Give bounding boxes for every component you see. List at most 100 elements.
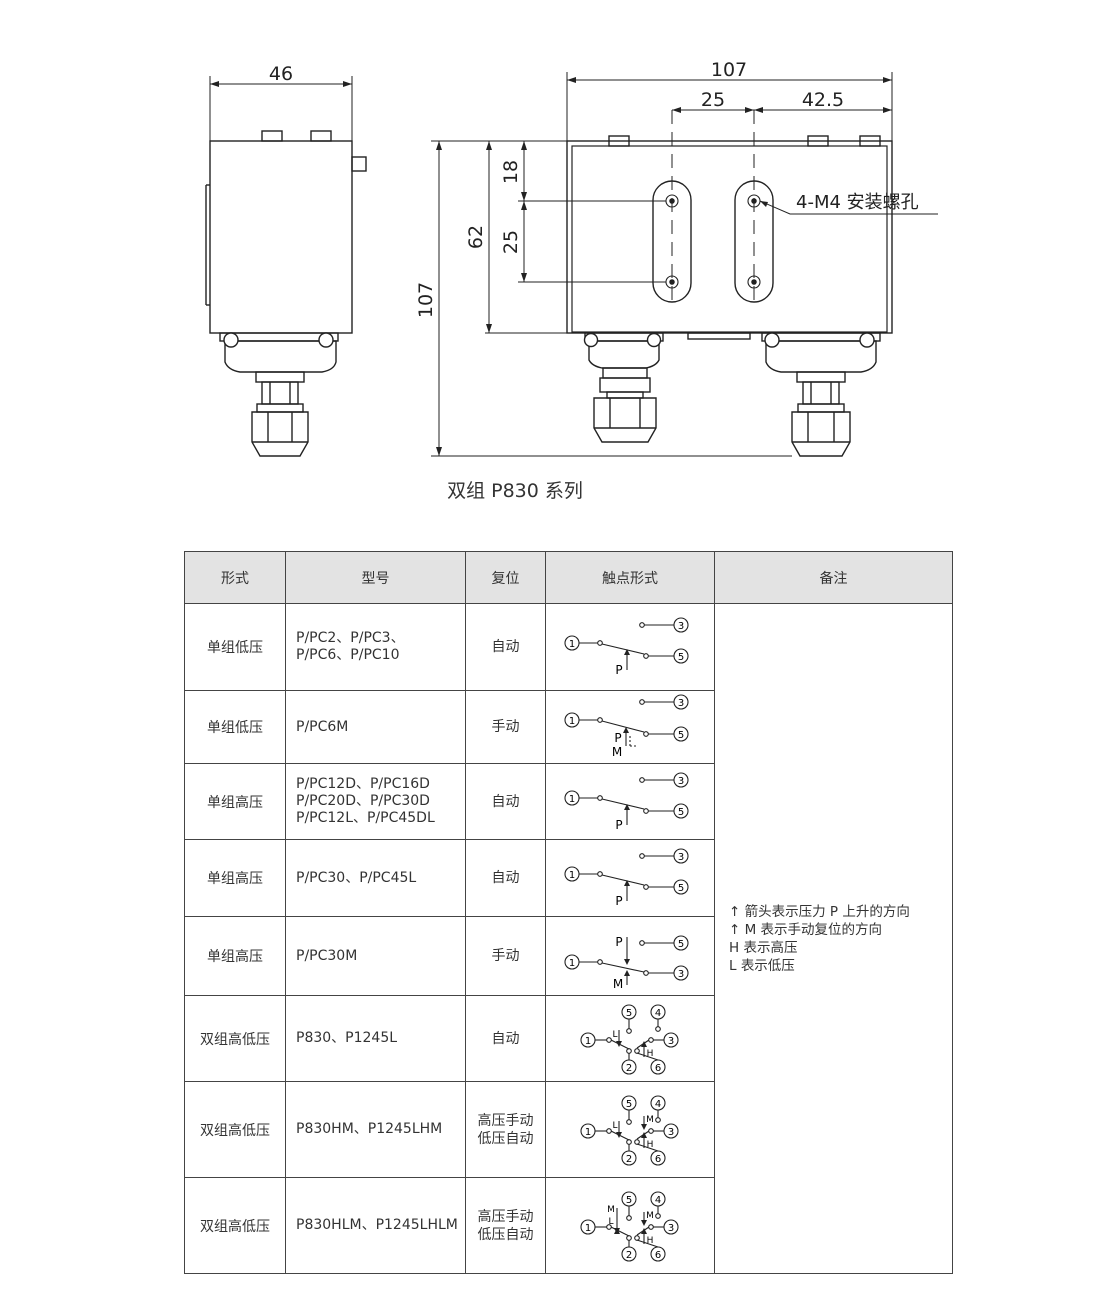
- table-row: 单组低压 P/PC2、P/PC3、 P/PC6、P/PC10 自动: [184, 603, 953, 1274]
- reset-cell: 高压手动 低压自动: [465, 1081, 546, 1178]
- svg-text:2: 2: [626, 1154, 632, 1165]
- table-row: 双组高低压 P830HM、P1245LHM 高压手动 低压自动: [184, 1081, 953, 1178]
- header-form: 形式: [184, 551, 286, 604]
- svg-text:6: 6: [655, 1063, 661, 1074]
- table-row: 双组高低压 P830HLM、P1245LHLM 高压手动 低压自动: [184, 1177, 953, 1274]
- model-cell: P/PC2、P/PC3、 P/PC6、P/PC10: [285, 603, 466, 691]
- contact-diagram-cell: 1 3 5 P: [545, 763, 715, 840]
- svg-text:P: P: [615, 818, 622, 832]
- svg-text:6: 6: [655, 1250, 661, 1261]
- svg-text:L: L: [612, 1030, 617, 1040]
- spec-table: 形式 型号 复位 触点形式 备注 单组低压 P/PC2、P/PC3、 P/PC6…: [184, 551, 953, 1274]
- contact-diagram-spdt: 1 3 5 P: [564, 617, 689, 677]
- table-header-row: 形式 型号 复位 触点形式 备注: [184, 551, 953, 604]
- svg-text:5: 5: [626, 1008, 632, 1019]
- svg-text:5: 5: [678, 807, 684, 818]
- svg-text:1: 1: [569, 870, 575, 881]
- svg-text:1: 1: [569, 716, 575, 727]
- hole-note: 4-M4 安装螺孔: [796, 192, 919, 213]
- contact-diagram-cell: 1 3 5 P: [545, 839, 715, 917]
- svg-text:1: 1: [569, 794, 575, 805]
- svg-text:5: 5: [678, 939, 684, 950]
- model-cell: P/PC30M: [285, 916, 466, 996]
- table-row: 双组高低压 P830、P1245L 自动: [184, 995, 953, 1082]
- dim-body-height: 62: [465, 225, 487, 249]
- dim-right-offset: 42.5: [802, 89, 844, 111]
- header-reset: 复位: [465, 551, 546, 604]
- reset-cell: 高压手动 低压自动: [465, 1177, 546, 1274]
- reset-cell: 手动: [465, 916, 546, 996]
- reset-line: 手动: [491, 948, 520, 964]
- front-view: [566, 110, 893, 457]
- remark-cell: ↑ 箭头表示压力 P 上升的方向 ↑ M 表示手动复位的方向 H 表示高压 L …: [714, 603, 953, 1274]
- form-cell: 双组高低压: [184, 995, 286, 1082]
- reset-line: 高压手动: [477, 1208, 534, 1225]
- svg-text:M: M: [607, 1205, 615, 1215]
- model-line: P/PC30M: [296, 947, 358, 964]
- side-view: [205, 76, 367, 457]
- svg-text:P: P: [614, 731, 621, 745]
- contact-diagram-spdt-high-manual: 1 5 3 P M: [564, 935, 689, 991]
- reset-line: 自动: [491, 870, 520, 886]
- reset-line: 低压自动: [477, 1226, 534, 1243]
- model-cell: P/PC30、P/PC45L: [285, 839, 466, 917]
- model-line: P830HM、P1245LHM: [296, 1121, 443, 1137]
- model-line: P830、P1245L: [296, 1030, 398, 1046]
- svg-text:P: P: [615, 935, 622, 949]
- technical-drawing: 46 107 25 42.5 18 25 62 107 4-M4 安装螺孔: [0, 0, 1100, 540]
- table-row: 单组低压 P/PC6M 手动: [184, 690, 953, 764]
- contact-diagram-dual-high-low-manual: 1 3 5 4 2 6 M L H M: [580, 1190, 679, 1262]
- svg-text:3: 3: [678, 969, 684, 980]
- svg-text:5: 5: [678, 652, 684, 663]
- contact-diagram-spdt: 1 3 5 P: [564, 771, 689, 832]
- svg-text:H: H: [647, 1236, 654, 1246]
- svg-text:L: L: [612, 1121, 617, 1131]
- header-contact: 触点形式: [545, 551, 715, 604]
- dim-slot-length: 25: [500, 230, 522, 254]
- svg-text:3: 3: [678, 621, 684, 632]
- svg-text:P: P: [615, 894, 622, 908]
- reset-line: 自动: [491, 793, 520, 810]
- model-line: P/PC30、P/PC45L: [296, 869, 417, 886]
- table-row: 单组高压 P/PC12D、P/PC16D P/PC20D、P/PC30D P/P…: [184, 763, 953, 840]
- contact-diagram-cell: 1 3 5 4 2 6 L H M: [545, 1081, 715, 1178]
- svg-text:H: H: [647, 1049, 654, 1059]
- dim-hole-spacing: 25: [701, 89, 725, 111]
- svg-text:3: 3: [678, 698, 684, 709]
- svg-text:1: 1: [585, 1036, 591, 1047]
- svg-text:L: L: [608, 1217, 613, 1227]
- svg-text:M: M: [646, 1211, 654, 1221]
- svg-text:M: M: [612, 745, 622, 759]
- svg-text:5: 5: [626, 1099, 632, 1110]
- form-cell: 单组低压: [184, 603, 286, 691]
- model-cell: P830HLM、P1245LHLM: [285, 1177, 466, 1274]
- svg-text:4: 4: [655, 1195, 661, 1206]
- model-line: P/PC20D、P/PC30D: [296, 793, 430, 809]
- contact-diagram-cell: 1 3 5 P: [545, 603, 715, 691]
- svg-text:5: 5: [678, 730, 684, 741]
- svg-text:M: M: [646, 1115, 654, 1125]
- contact-diagram-spdt: 1 3 5 P: [564, 848, 689, 908]
- reset-cell: 手动: [465, 690, 546, 764]
- model-line: P/PC6、P/PC10: [296, 647, 400, 663]
- drawing-caption: 双组 P830 系列: [447, 480, 583, 502]
- svg-text:5: 5: [678, 883, 684, 894]
- dim-top-offset: 18: [500, 160, 522, 184]
- model-cell: P830、P1245L: [285, 995, 466, 1082]
- dim-total-width: 107: [711, 59, 747, 81]
- svg-text:2: 2: [626, 1250, 632, 1261]
- svg-text:1: 1: [585, 1223, 591, 1234]
- reset-line: 高压手动: [477, 1112, 534, 1129]
- dim-side-width: 46: [269, 63, 293, 85]
- table-row: 单组高压 P/PC30、P/PC45L 自动 1: [184, 839, 953, 917]
- svg-text:3: 3: [678, 776, 684, 787]
- contact-diagram-cell: 1 3 5 P M: [545, 690, 715, 764]
- contact-diagram-spdt-manual: 1 3 5 P M: [564, 694, 689, 759]
- header-remark: 备注: [714, 551, 953, 604]
- dimension-lines: [431, 72, 938, 457]
- form-cell: 双组高低压: [184, 1081, 286, 1178]
- model-cell: P/PC6M: [285, 690, 466, 764]
- svg-text:4: 4: [655, 1008, 661, 1019]
- svg-text:5: 5: [626, 1195, 632, 1206]
- model-line: P/PC6M: [296, 718, 349, 735]
